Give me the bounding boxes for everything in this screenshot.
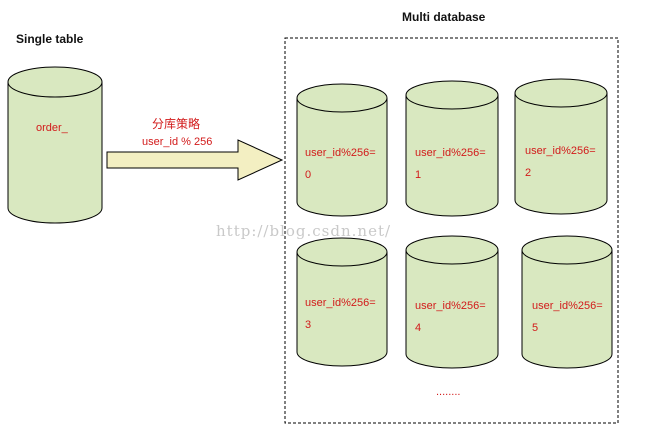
multi-database-title: Multi database <box>402 10 486 24</box>
multi-database-container <box>284 37 619 424</box>
database-index: 5 <box>532 322 539 334</box>
database-cylinder-5 <box>521 235 613 369</box>
database-expr: user_id%256= <box>305 297 376 309</box>
sharding-strategy-label: 分库策略 <box>152 117 201 131</box>
database-cylinder-4 <box>405 235 499 369</box>
database-expr: user_id%256= <box>305 147 376 159</box>
database-label-1: user_id%256= 1 <box>415 142 486 186</box>
database-index: 4 <box>415 322 422 334</box>
database-cylinder-2 <box>514 78 608 215</box>
database-expr: user_id%256= <box>415 147 486 159</box>
sharding-rule-label: user_id % 256 <box>142 136 213 148</box>
database-label-3: user_id%256= 3 <box>305 292 376 336</box>
database-cylinder-1 <box>405 80 499 217</box>
database-label-2: user_id%256= 2 <box>525 140 596 184</box>
database-cylinder-0 <box>296 83 388 217</box>
database-label-5: user_id%256= 5 <box>532 295 603 339</box>
single-table-title: Single table <box>16 32 84 46</box>
watermark-text: http://blog.csdn.net/ <box>216 222 392 240</box>
database-index: 2 <box>525 167 532 179</box>
more-databases-ellipsis: ........ <box>436 386 461 398</box>
database-index: 1 <box>415 169 422 181</box>
source-table-label: order_ <box>36 122 68 134</box>
database-expr: user_id%256= <box>532 300 603 312</box>
database-label-4: user_id%256= 4 <box>415 295 486 339</box>
database-expr: user_id%256= <box>525 145 596 157</box>
database-index: 3 <box>305 319 312 331</box>
source-table-cylinder <box>7 66 103 224</box>
database-cylinder-3 <box>296 237 388 367</box>
database-index: 0 <box>305 169 312 181</box>
database-expr: user_id%256= <box>415 300 486 312</box>
sharding-arrow <box>106 139 284 181</box>
database-label-0: user_id%256= 0 <box>305 142 376 186</box>
